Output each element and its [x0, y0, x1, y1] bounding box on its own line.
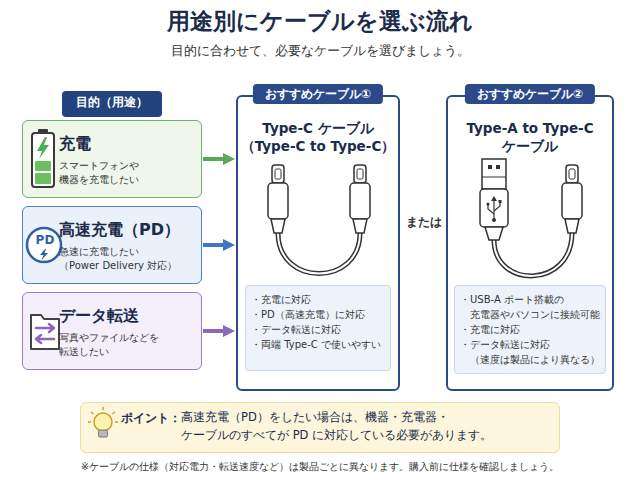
- diagram-title: 用途別にケーブルを選ぶ流れ: [0, 6, 640, 37]
- feature-item: ・充電に対応: [460, 322, 600, 337]
- feature-item: ・データ転送に対応 （速度は製品により異なる）: [460, 337, 600, 367]
- battery-icon: [23, 121, 201, 197]
- cable-name: Type-C ケーブル （Type-C to Type-C）: [240, 119, 396, 155]
- panel-tab: おすすめケーブル②: [465, 84, 595, 104]
- feature-item: ・PD（高速充電）に対応: [251, 307, 385, 322]
- purpose-title: 充電: [59, 133, 197, 155]
- point-box: ポイント：高速充電（PD）をしたい場合は、機器・充電器・ケーブルのすべてが PD…: [80, 402, 560, 453]
- flow-arrow: [203, 243, 223, 247]
- point-text: 高速充電（PD）をしたい場合は、機器・充電器・ケーブルのすべてが PD に対応し…: [181, 409, 553, 445]
- feature-item: ・USB-A ポート搭載の 充電器やパソコンに接続可能: [460, 292, 600, 322]
- feature-item: ・充電に対応: [251, 292, 385, 307]
- purpose-desc: 急速に充電したい （Power Delivery 対応）: [59, 245, 179, 272]
- typec-plug: [562, 165, 582, 233]
- typec-plug: [268, 165, 288, 233]
- purpose-desc: スマートフォンや 機器を充電したい: [59, 159, 179, 186]
- typec-plug: [350, 165, 370, 233]
- purpose-title: データ転送: [59, 305, 197, 327]
- feature-list: ・充電に対応・PD（高速充電）に対応・データ転送に対応・両端 Type-C で使…: [245, 285, 391, 371]
- point-heading: ポイント：: [121, 409, 183, 428]
- purpose-title: 高速充電（PD）: [59, 219, 197, 241]
- footnote: ※ケーブルの仕様（対応電力・転送速度など）は製品ごとに異なります。購入前に仕様を…: [0, 460, 640, 474]
- panel-tab: おすすめケーブル①: [253, 84, 383, 104]
- folder-icon: [23, 293, 201, 369]
- subtitle: 目的に合わせて、必要なケーブルを選びましょう。: [0, 42, 640, 60]
- connector-word: または: [403, 214, 445, 230]
- flow-arrow: [203, 329, 223, 333]
- feature-item: ・両端 Type-C で使いやすい: [251, 337, 385, 352]
- flow-arrow: [203, 157, 223, 161]
- feature-item: ・データ転送に対応: [251, 322, 385, 337]
- cable-name: Type-A to Type-C ケーブル: [450, 119, 610, 155]
- purpose-desc: 写真やファイルなどを 転送したい: [59, 331, 179, 358]
- purpose-box: 高速充電（PD） 急速に充電したい （Power Delivery 対応）: [22, 206, 202, 284]
- purpose-box: データ転送写真やファイルなどを 転送したい: [22, 292, 202, 370]
- header-text: 目的（用途）: [62, 94, 162, 110]
- cable-panel: おすすめケーブル②Type-A to Type-C ケーブル・USB-A ポート…: [446, 95, 614, 391]
- pd-icon: [23, 207, 201, 283]
- purpose-box: 充電スマートフォンや 機器を充電したい: [22, 120, 202, 198]
- purpose-header: 目的（用途）: [62, 91, 162, 117]
- cable-panel: おすすめケーブル①Type-C ケーブル （Type-C to Type-C）・…: [236, 95, 400, 391]
- usb-a-plug: [480, 159, 508, 240]
- feature-list: ・USB-A ポート搭載の 充電器やパソコンに接続可能・充電に対応・データ転送に…: [454, 285, 606, 374]
